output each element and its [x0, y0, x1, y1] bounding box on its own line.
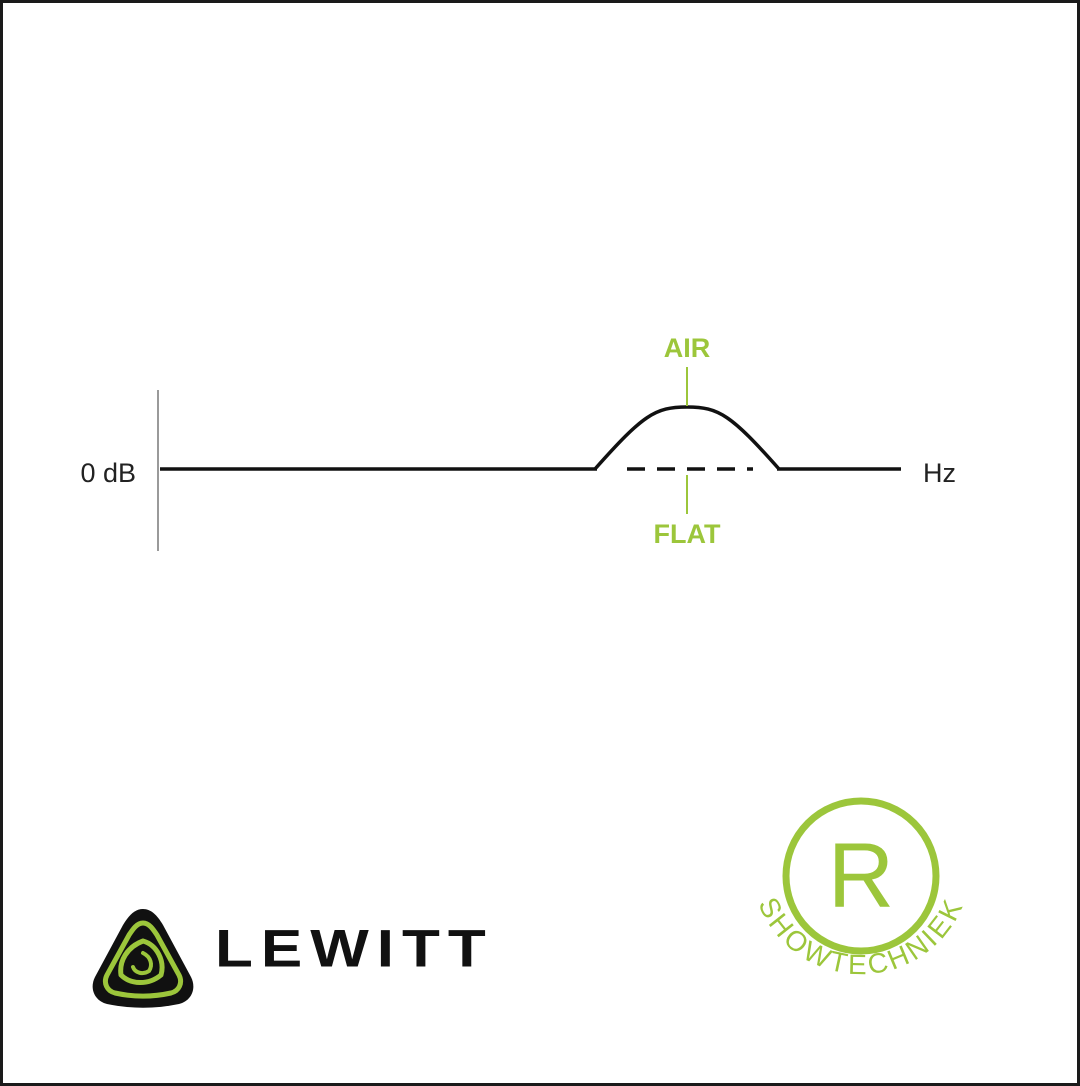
showtechniek-letter: R: [828, 825, 894, 927]
lewitt-logo: [92, 909, 194, 1008]
flat-label: FLAT: [654, 519, 721, 549]
eq-curve-diagram: 0 dB Hz AIR FLAT: [80, 333, 956, 551]
lewitt-emblem-icon: [92, 909, 194, 1008]
y-axis-label: 0 dB: [80, 458, 136, 488]
showtechniek-ring: [782, 797, 940, 955]
showtechniek-logo: R SHOWTECHNIEK: [752, 797, 967, 980]
air-label: AIR: [664, 333, 711, 363]
x-axis-label: Hz: [923, 458, 956, 488]
lewitt-wordmark: LEWITT: [215, 919, 494, 979]
air-curve: [593, 405, 781, 471]
